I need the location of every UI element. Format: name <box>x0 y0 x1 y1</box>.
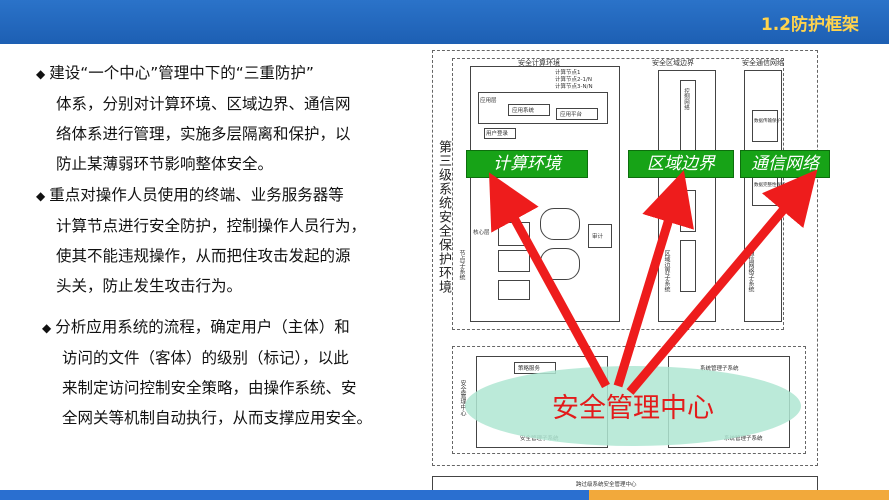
center-vertical-label: 安全管理中心 <box>459 380 466 416</box>
network-subsystem-label: 通信网络子系统 <box>747 250 754 292</box>
bullet-1-line-3: 络体系进行管理，实施多层隔离和保护，以 <box>56 125 351 143</box>
user-login-label: 用户登录 <box>486 131 509 137</box>
bullet-3-line-3: 来制定访问控制安全策略，由操作系统、安 <box>62 379 357 397</box>
bullet-1-line-1: 建设“一个中心”管理中下的“三重防护” <box>49 64 314 82</box>
bottom-bar <box>0 490 889 500</box>
compute-env-header: 安全计算环境 <box>518 59 560 67</box>
network-label: 通信网络 <box>740 150 830 178</box>
diamond-bullet-icon: ◆ <box>36 67 46 81</box>
data-protect-box <box>752 110 778 142</box>
outer-frame <box>432 50 818 466</box>
policy-service-label: 策略服务 <box>518 366 541 372</box>
bullet-2-line-2: 计算节点进行安全防护，控制操作人员行为， <box>56 217 367 235</box>
cross-level-caption: 跨过级系统安全管理中心 <box>576 482 637 488</box>
boundary-header: 安全区域边界 <box>652 59 694 67</box>
bullet-3-line-1: 分析应用系统的流程，确定用户（主体）和 <box>55 318 350 336</box>
slide-title: 1.2防护框架 <box>760 15 859 35</box>
bullet-2-line-4: 头关，防止发生攻击行为。 <box>56 277 243 295</box>
bullet-2-line-1: 重点对操作人员使用的终端、业务服务器等 <box>49 186 344 204</box>
bullet-2-line-3: 使其不能违规操作，从而把住攻击发起的源 <box>56 247 351 265</box>
bullet-1-line-4: 防止某薄弱环节影响整体安全。 <box>56 155 274 173</box>
app-platform-box <box>556 108 598 120</box>
bullet-3-line-4: 全网关等机制自动执行，从而支撑应用安全。 <box>62 409 373 427</box>
side-title: 第三级系统安全保护环境 <box>436 140 451 294</box>
boundary-inner-box-2 <box>680 240 696 292</box>
boundary-subsystem-label: 区域边界子系统 <box>663 250 670 292</box>
data-protect-label: 数据传输保护 <box>754 119 781 124</box>
audit-label: 审计 <box>592 234 604 240</box>
bottom-bar-accent <box>589 490 889 500</box>
diamond-bullet-icon: ◆ <box>42 321 52 335</box>
app-layer-label: 应用层 <box>480 98 497 104</box>
app-platform-label: 应用平台 <box>560 112 583 118</box>
policy-node-2 <box>540 248 580 280</box>
data-integrity-label: 数据完整性保护 <box>754 183 786 188</box>
boundary-inner-box-1 <box>680 190 696 232</box>
bullet-block-1: ◆建设“一个中心”管理中下的“三重防护” 体系，分别对计算环境、区域边界、通信网… <box>36 58 351 179</box>
process-box-2 <box>498 250 530 272</box>
data-integrity-box <box>752 176 778 206</box>
policy-node-1 <box>540 208 580 240</box>
node-label-3: 计算节点3-N/N <box>555 84 593 90</box>
user-login-box <box>484 128 516 139</box>
bullet-block-2: ◆重点对操作人员使用的终端、业务服务器等 计算节点进行安全防护，控制操作人员行为… <box>36 180 366 301</box>
compute-env-label: 计算环境 <box>466 150 588 178</box>
node-label-2: 计算节点2-1/N <box>555 77 592 83</box>
bullet-block-3: ◆分析应用系统的流程，确定用户（主体）和 访问的文件（客体）的级别（标记），以此… <box>42 312 372 433</box>
core-layer-label: 核心层 <box>473 230 490 236</box>
network-header: 安全通信网络 <box>742 59 784 67</box>
process-box-1 <box>498 222 530 246</box>
title-bar: 1.2防护框架 <box>0 0 889 44</box>
node-subsystem-label: 节点子系统 <box>458 250 465 280</box>
node-label-1: 计算节点1 <box>555 70 581 76</box>
app-system-box <box>508 104 550 116</box>
bullet-1-line-2: 体系，分别对计算环境、区域边界、通信网 <box>56 95 351 113</box>
diamond-bullet-icon: ◆ <box>36 189 46 203</box>
system-mgmt-bottom-label: 系统管理子系统 <box>724 436 763 442</box>
boundary-label: 区域边界 <box>628 150 734 178</box>
management-center-label: 安全管理中心 <box>552 393 714 424</box>
process-box-3 <box>498 280 530 300</box>
bullet-3-line-2: 访问的文件（客体）的级别（标记），以此 <box>62 349 349 367</box>
firewall-label: 控制网络 <box>683 88 689 110</box>
app-system-label: 应用系统 <box>512 108 535 114</box>
